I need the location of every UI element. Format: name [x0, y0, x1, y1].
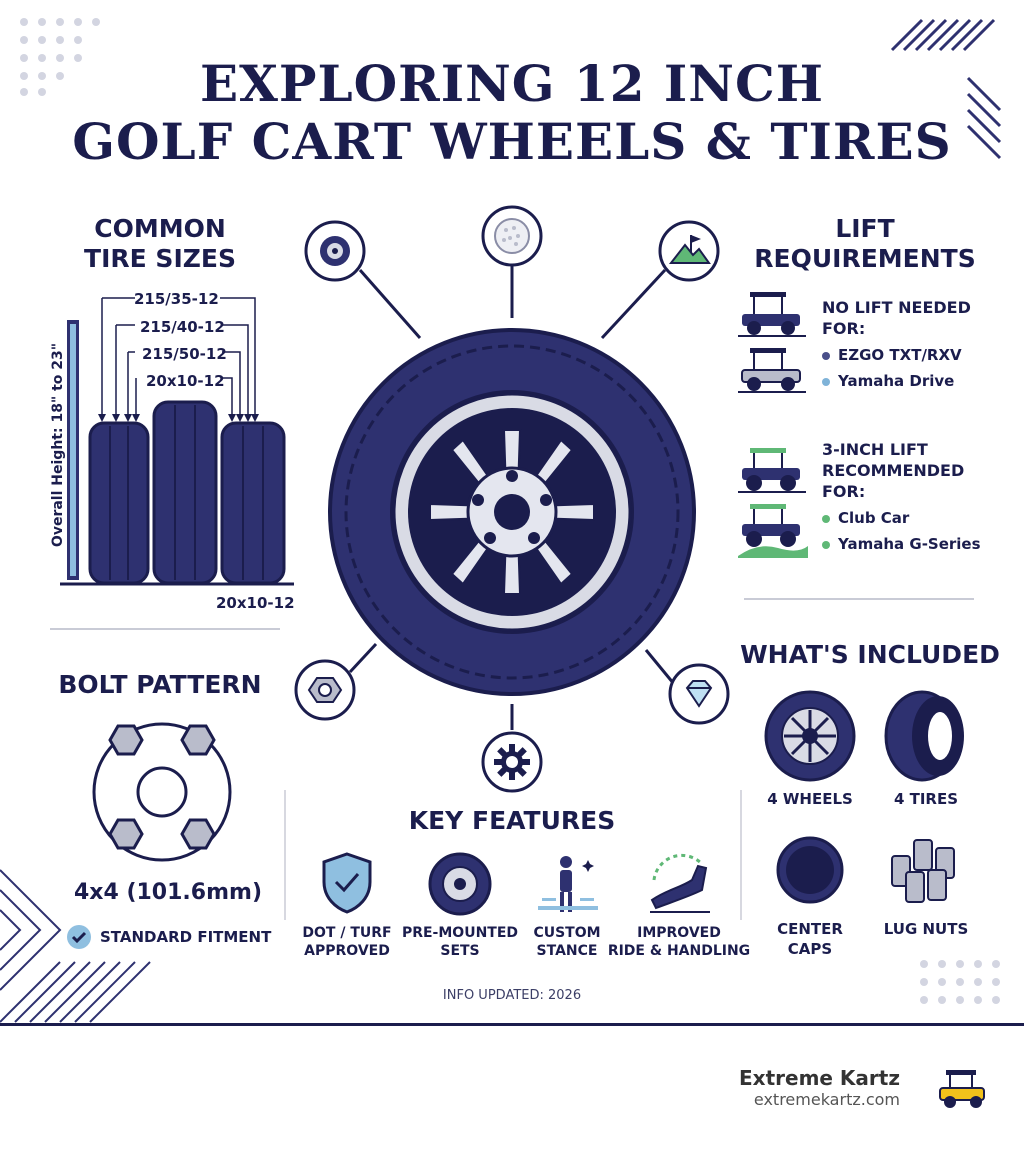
overall-height-label: Overall Height: 18" to 23": [50, 342, 66, 548]
feature-1-line2: APPROVED: [304, 943, 390, 959]
standard-fitment-label: STANDARD FITMENT: [100, 928, 272, 946]
no-lift-line1: NO LIFT NEEDED: [822, 298, 971, 317]
wheel-icon: [428, 852, 492, 916]
diamond-icon: [668, 663, 730, 725]
divider-vertical-left: [284, 790, 286, 920]
included-center-caps-line1: CENTER: [777, 920, 843, 938]
nut-icon: [294, 659, 356, 721]
person-stance-icon: [538, 856, 598, 912]
golf-cart-icon: [738, 292, 806, 337]
feature-3-line1: CUSTOM: [533, 925, 601, 941]
feature-2-line2: SETS: [440, 943, 480, 959]
divider-vertical-right: [740, 790, 742, 920]
page-title-line1: EXPLORING 12 INCH: [199, 54, 825, 113]
footer-divider: [0, 1023, 1024, 1026]
included-tires: 4 TIRES: [893, 790, 959, 808]
golf-flag-icon: [658, 220, 720, 282]
brand-url[interactable]: extremekartz.com: [753, 1090, 900, 1109]
brand-name: Extreme Kartz: [739, 1066, 900, 1090]
tire-size-diagram: [60, 297, 294, 586]
three-inch-line1: 3-INCH LIFT: [822, 440, 928, 459]
golf-cart-icon: [738, 504, 808, 558]
tire-size-bottom-label: 20x10-12: [216, 594, 295, 612]
no-lift-line2: FOR:: [822, 319, 866, 338]
tire-sizes-heading-line1: COMMON: [94, 214, 226, 243]
tire-size-label-2: 215/40-12: [140, 318, 225, 336]
included-center-caps-line2: CAPS: [787, 940, 833, 958]
check-circle-icon: [67, 925, 91, 949]
wheel-icon: [304, 220, 366, 282]
page-title-line2: GOLF CART WHEELS & TIRES: [72, 112, 952, 171]
three-inch-line2: RECOMMENDED: [822, 461, 965, 480]
three-inch-item: Club Car: [822, 509, 909, 527]
bolt-pattern-heading: BOLT PATTERN: [58, 670, 262, 699]
divider-right: [744, 598, 974, 600]
feature-4-line1: IMPROVED: [637, 925, 721, 941]
stripe-pattern-bottom-left: [0, 869, 151, 1023]
central-wheel-diagram: [328, 260, 696, 730]
no-lift-item: EZGO TXT/RXV: [822, 346, 962, 364]
feature-2-line1: PRE-MOUNTED: [401, 925, 519, 941]
bolt-pattern-value: 4x4 (101.6mm): [73, 880, 262, 905]
feature-1-line1: DOT / TURF: [302, 925, 392, 941]
seat-ride-icon: [650, 853, 710, 913]
three-inch-item: Yamaha G-Series: [822, 535, 981, 553]
dot-grid-top-left: [20, 18, 100, 96]
tire-size-label-4: 20x10-12: [146, 372, 225, 390]
shield-check-icon: [322, 852, 372, 914]
tire-size-label-1: 215/35-12: [134, 290, 219, 308]
golf-cart-icon: [738, 348, 806, 393]
gear-icon: [481, 731, 543, 793]
stripe-pattern-top-right: [890, 18, 1002, 160]
included-wheels: 4 WHEELS: [767, 790, 853, 808]
info-updated: INFO UPDATED: 2026: [442, 988, 582, 1003]
tire-sizes-heading-line2: TIRE SIZES: [84, 244, 236, 273]
wheel-icon: [764, 690, 856, 782]
lift-heading-line2: REQUIREMENTS: [754, 244, 976, 273]
bolt-pattern-diagram: [92, 722, 232, 862]
lug-nut-icon: [891, 839, 955, 903]
tire-size-label-3: 215/50-12: [142, 345, 227, 363]
feature-4-line2: RIDE & HANDLING: [607, 943, 751, 959]
dot-grid-bottom-right: [920, 960, 1000, 1004]
divider-left: [50, 628, 280, 630]
included-heading: WHAT'S INCLUDED: [740, 640, 1000, 669]
golf-cart-icon: [738, 448, 806, 493]
lift-heading-line1: LIFT: [835, 214, 895, 243]
feature-3-line2: STANCE: [536, 943, 598, 959]
no-lift-item: Yamaha Drive: [822, 372, 954, 390]
three-inch-line3: FOR:: [822, 482, 866, 501]
golf-cart-icon: [939, 1070, 985, 1108]
center-cap-icon: [776, 836, 844, 904]
tire-icon: [884, 690, 964, 782]
features-heading: KEY FEATURES: [408, 806, 616, 835]
included-lug-nuts: LUG NUTS: [883, 920, 969, 938]
golf-ball-icon: [481, 205, 543, 267]
